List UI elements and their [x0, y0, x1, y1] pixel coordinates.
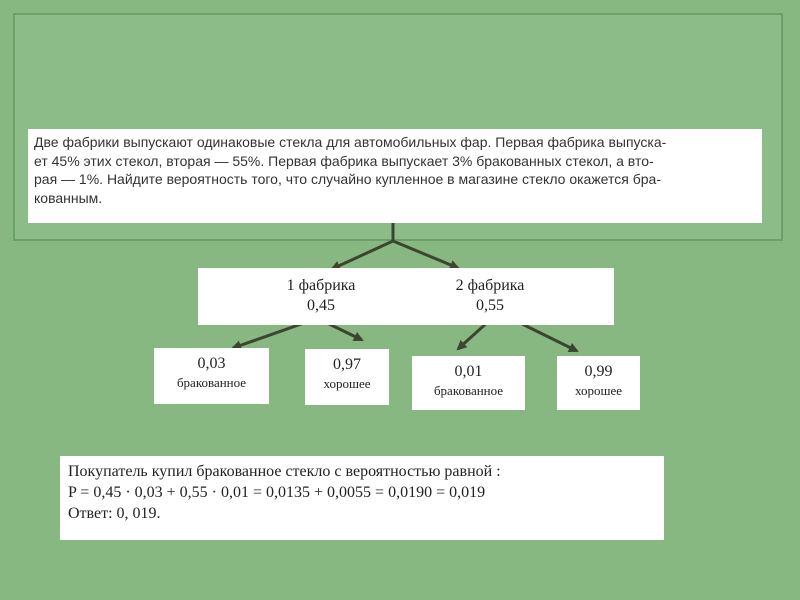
outcome-f1-good: 0,97 хорошее	[305, 349, 389, 405]
factory-2-prob: 0,55	[476, 297, 504, 314]
outcome-label: бракованное	[433, 383, 504, 398]
problem-line-4: кованным.	[34, 189, 103, 206]
arrow-f1-defective	[231, 321, 305, 351]
outcome-label: хорошее	[323, 376, 371, 391]
problem-line-1: Две фабрики выпускают одинаковые стекла …	[34, 134, 667, 150]
factory-2-name: 2 фабрика	[455, 277, 525, 294]
outcome-value: 0,99	[584, 363, 613, 380]
factory-1: 1 фабрика 0,45	[246, 276, 396, 316]
outcome-value: 0,97	[333, 356, 361, 373]
answer-formula: P = 0,45 · 0,03 + 0,55 · 0,01 = 0,0135 +…	[68, 484, 486, 501]
outcome-f2-good: 0,99 хорошее	[557, 356, 640, 410]
factories-box: 1 фабрика 0,45 2 фабрика 0,55	[198, 268, 614, 325]
problem-line-2: ет 45% этих стекол, вторая — 55%. Первая…	[34, 152, 654, 169]
problem-statement: Две фабрики выпускают одинаковые стекла …	[28, 129, 762, 223]
outcome-value: 0,03	[197, 355, 226, 372]
outcome-label: хорошее	[574, 383, 623, 398]
problem-line-3: рая — 1%. Найдите вероятность того, что …	[34, 171, 661, 187]
arrow-to-factory-2	[392, 239, 460, 270]
arrow-to-factory-1	[330, 239, 394, 271]
outcome-f1-defective: 0,03 бракованное	[154, 348, 269, 404]
answer-result: Ответ: 0, 019.	[68, 505, 161, 522]
factory-1-name: 1 фабрика	[286, 277, 356, 294]
factory-2: 2 фабрика 0,55	[415, 276, 565, 316]
outcome-value: 0,01	[454, 363, 483, 380]
answer-line-1: Покупатель купил бракованное стекло с ве…	[68, 463, 501, 480]
factory-1-prob: 0,45	[307, 297, 335, 314]
answer-box: Покупатель купил бракованное стекло с ве…	[60, 456, 664, 540]
outcome-label: бракованное	[176, 375, 247, 390]
outcome-f2-defective: 0,01 бракованное	[412, 356, 525, 410]
